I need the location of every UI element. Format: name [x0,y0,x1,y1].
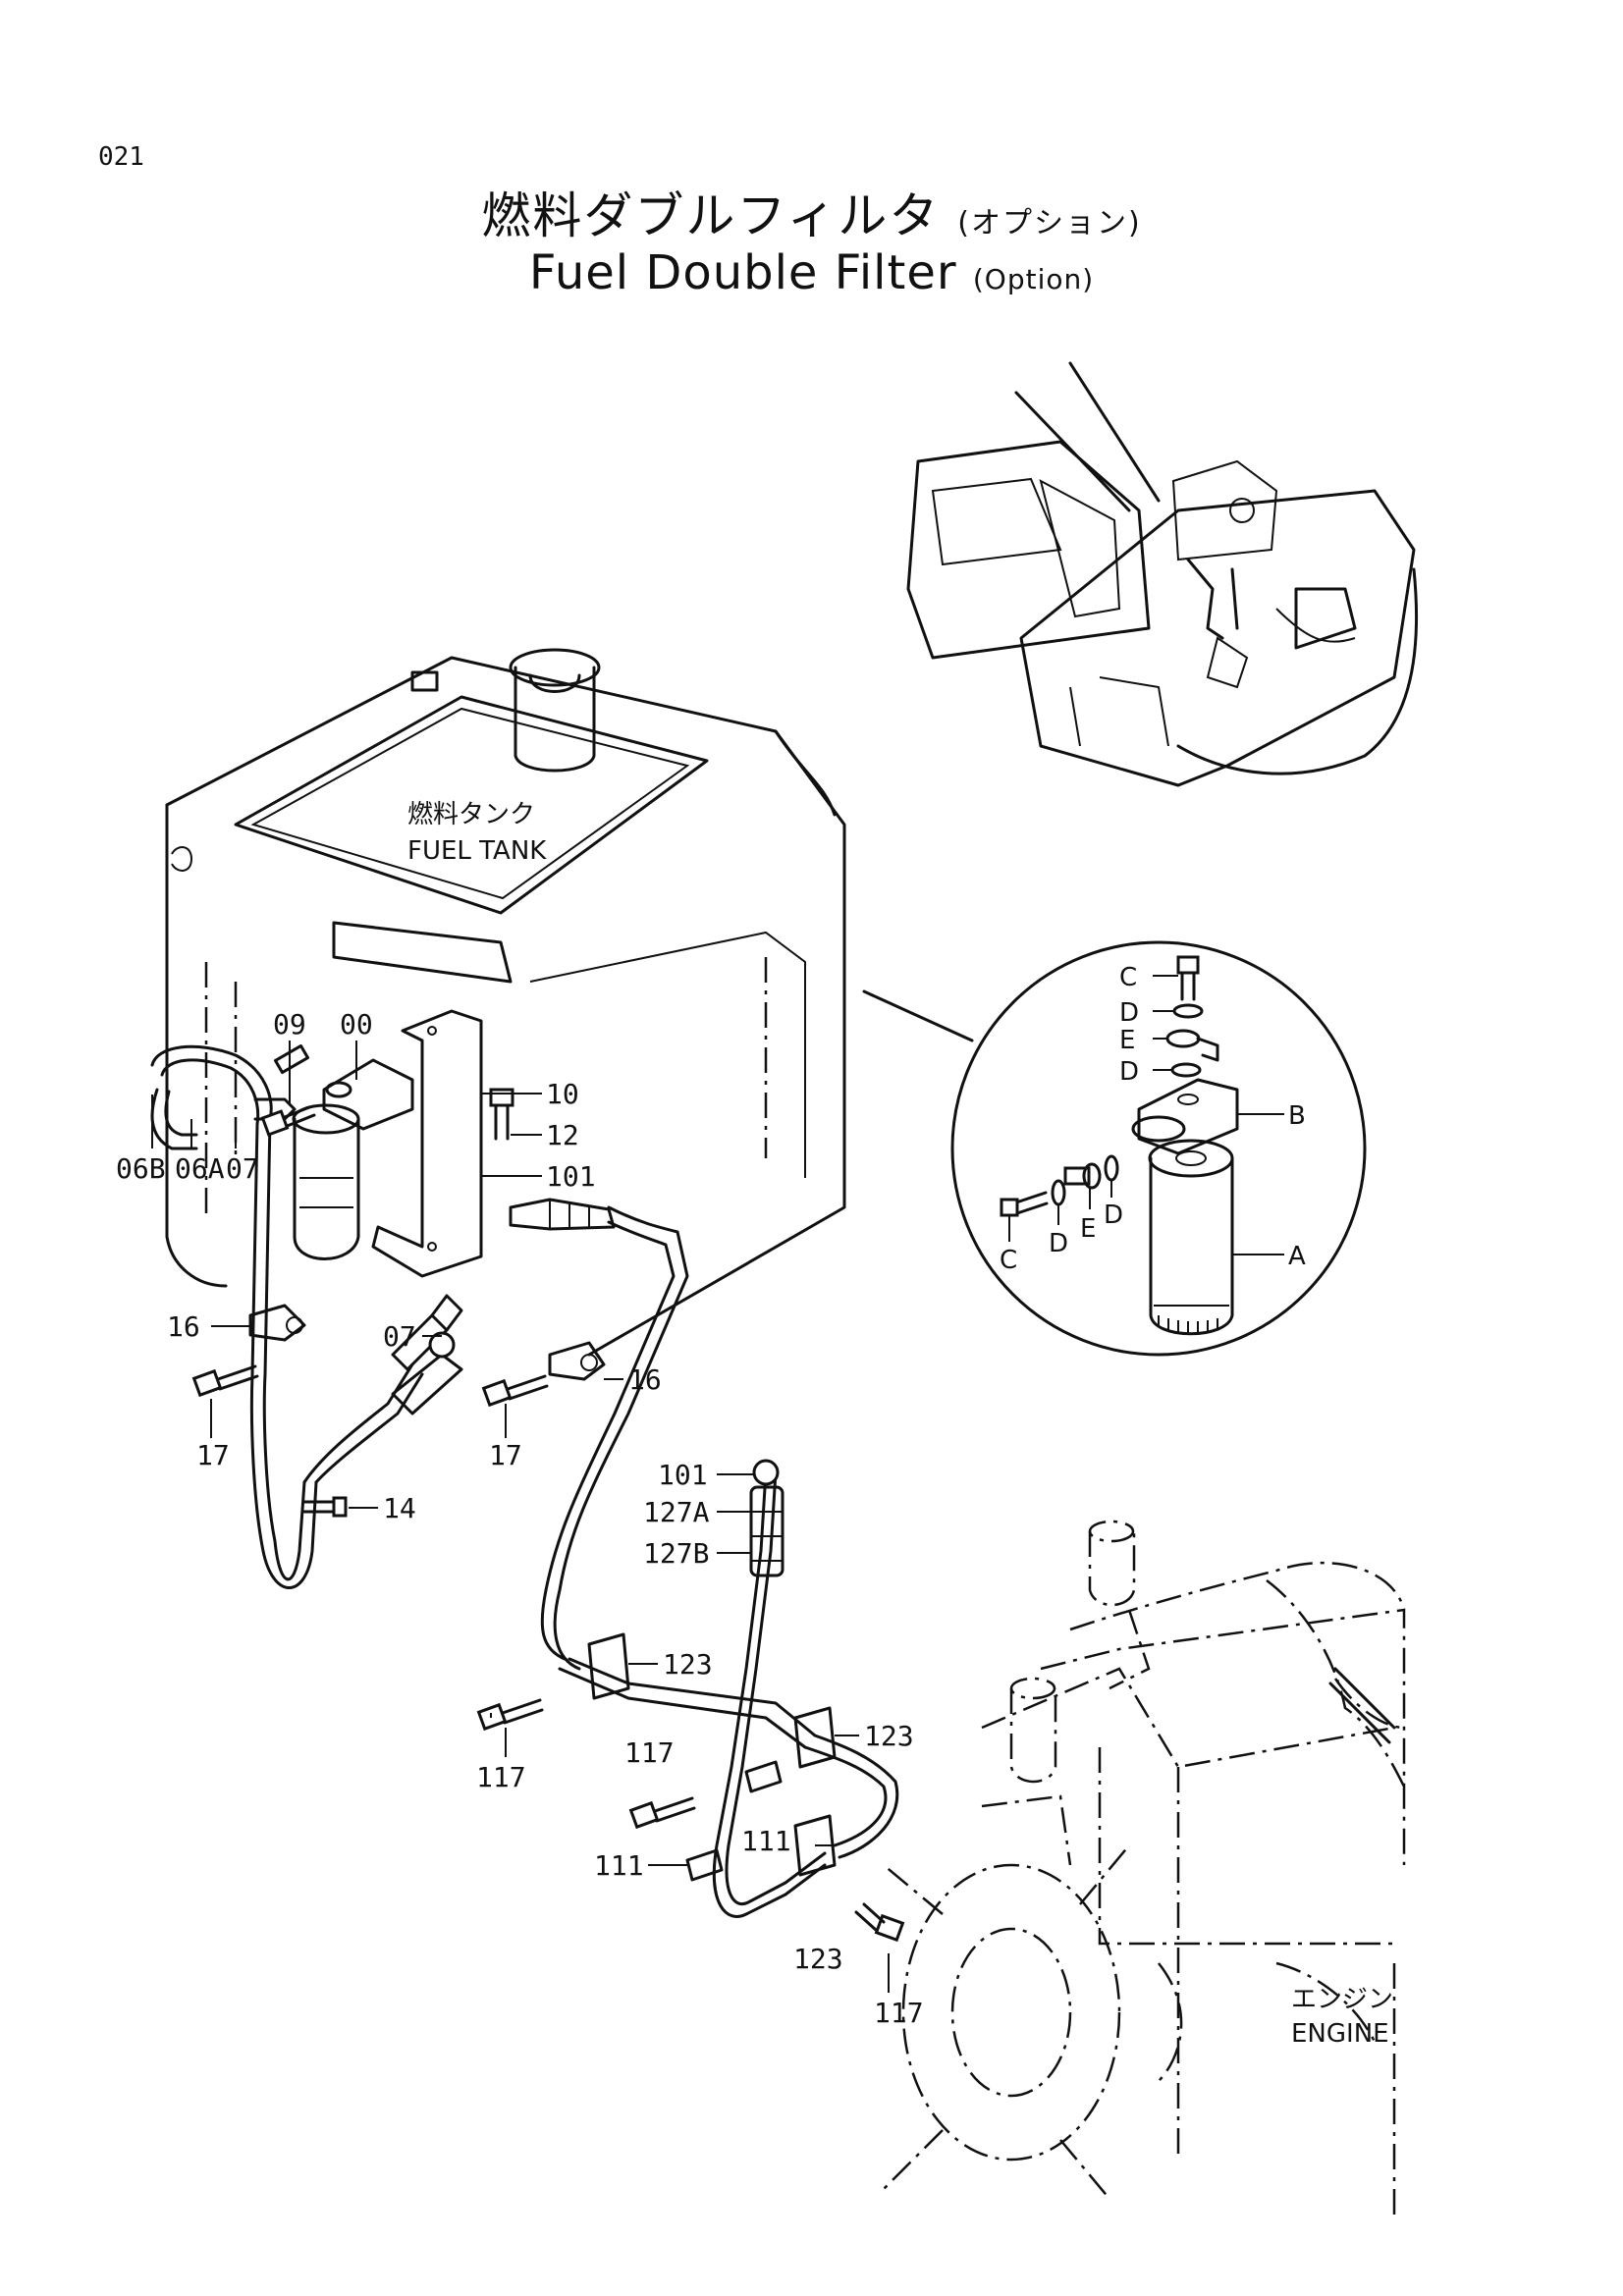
detail-washer-D2 [1170,1062,1202,1078]
callout-127a: 127A [643,1496,710,1528]
callout-14: 14 [383,1492,416,1524]
fuel-tank-label-en: FUEL TANK [407,836,547,866]
detail-callout-E1: E [1119,1026,1135,1055]
callout-127b: 127B [643,1537,709,1570]
filter-assembly-illustration [253,1009,483,1278]
callout-123a: 123 [663,1648,713,1681]
bolt-icon-09 [260,1105,316,1137]
callout-17a: 17 [196,1439,230,1471]
title-jp-main: 燃料ダブルフィルタ [481,187,941,244]
fuel-hoses [150,1044,899,1918]
detail-callout-D4: D [1104,1201,1123,1230]
bolt-icon-17b [481,1374,549,1408]
detail-bolt-C1 [1176,955,1200,1001]
detail-callout-A: A [1288,1242,1306,1271]
clamps-and-bolts [191,1088,905,1943]
filter-detail-view [862,940,1367,1357]
engine-label-en: ENGINE [1291,2019,1389,2049]
leader-lines [151,975,1284,1993]
title-jp-option: (オプション) [957,206,1142,240]
callout-12: 12 [546,1119,579,1151]
page-number: 021 [98,142,144,172]
callout-06a: 06A [175,1152,225,1185]
callout-117b: 117 [624,1736,675,1769]
detail-callout-B: B [1288,1101,1306,1131]
detail-head-B [1131,1078,1239,1155]
callout-10: 10 [546,1078,579,1110]
detail-washer-D1 [1172,1003,1204,1019]
detail-cartridge-A [1148,1139,1234,1336]
hose-fitting-07b [428,1331,456,1359]
bolt-icon-117c [854,1902,905,1943]
detail-fitting-E2 [1063,1162,1102,1190]
bolt-icon-117a [476,1698,544,1732]
detail-callout-E2: E [1080,1214,1096,1244]
detail-washer-D3 [1051,1179,1066,1206]
detail-callout-C2: C [1000,1246,1017,1275]
callout-16a: 16 [167,1310,200,1343]
bolt-icon-117b [628,1796,696,1830]
fuel-tank-label-jp: 燃料タンク [407,800,535,829]
hose-fitting-101b [752,1459,780,1486]
title-en-main: Fuel Double Filter [528,245,957,300]
bolt-icon-14 [302,1496,348,1518]
callout-17b: 17 [489,1439,522,1471]
detail-callout-D3: D [1049,1229,1068,1258]
detail-callout-D1: D [1119,998,1139,1028]
engine-label-jp: エンジン [1291,1985,1393,2014]
callout-06b: 06B [116,1152,166,1185]
detail-eye-joint-E1 [1165,1029,1219,1062]
callout-101b: 101 [658,1459,708,1491]
callout-111a: 111 [594,1849,644,1882]
callout-117a: 117 [476,1761,526,1793]
detail-callout-C1: C [1119,963,1137,992]
callout-117c: 117 [874,1997,924,2029]
bolt-icon-17a [191,1364,259,1398]
detail-callout-D2: D [1119,1057,1139,1087]
callout-101a: 101 [546,1160,596,1193]
callout-07a: 07 [226,1152,259,1185]
callout-111b: 111 [741,1825,791,1857]
callout-123c: 123 [793,1943,843,1975]
bolt-icon-12 [489,1088,514,1141]
engine-illustration [883,1520,1406,2218]
callout-00: 00 [340,1008,373,1041]
title-japanese: 燃料ダブルフィルタ (オプション) [0,177,1623,247]
callout-16b: 16 [628,1363,662,1396]
excavator-overview-illustration [906,361,1418,787]
callout-09: 09 [273,1008,306,1041]
callout-07b: 07 [383,1320,416,1353]
title-en-option: (Option) [972,263,1095,295]
detail-washer-D4 [1104,1154,1119,1182]
detail-bolt-C2 [1000,1191,1049,1217]
callout-123b: 123 [864,1720,914,1752]
title-english: Fuel Double Filter (Option) [0,245,1623,300]
